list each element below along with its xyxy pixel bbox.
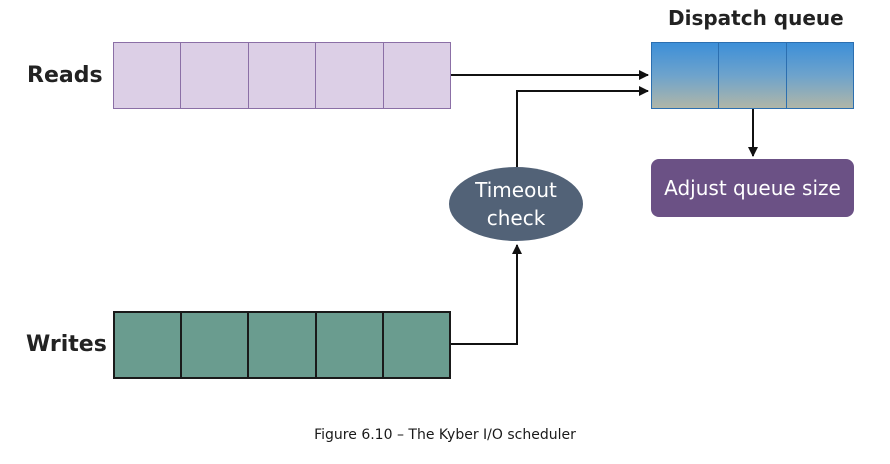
writes-label: Writes: [26, 332, 107, 357]
reads-queue-slot: [384, 43, 450, 108]
writes-queue-slot: [384, 313, 449, 377]
reads-queue: [113, 42, 451, 109]
writes-to-timeout-arrow: [451, 244, 522, 345]
dispatch-queue-slot: [652, 43, 720, 108]
writes-queue-slot: [317, 313, 384, 377]
adjust-queue-size-label: Adjust queue size: [664, 176, 841, 200]
dispatch-queue-label: Dispatch queue: [668, 6, 844, 30]
reads-queue-slot: [114, 43, 182, 108]
adjust-queue-size-box: Adjust queue size: [651, 159, 854, 217]
timeout-check-label-line1: Timeout: [475, 178, 557, 202]
figure-caption: Figure 6.10 – The Kyber I/O scheduler: [314, 427, 576, 443]
reads-label: Reads: [27, 63, 103, 88]
writes-queue-slot: [182, 313, 250, 377]
reads-queue-slot: [316, 43, 384, 108]
reads-queue-slot: [249, 43, 317, 108]
writes-queue-slot: [115, 313, 183, 377]
dispatch-queue-slot: [719, 43, 787, 108]
timeout-check-label-line2: check: [486, 206, 546, 230]
timeout-check-node: Timeout check: [449, 167, 583, 241]
dispatch-queue-slot: [787, 43, 853, 108]
dispatch-queue: [651, 42, 854, 109]
reads-queue-slot: [181, 43, 249, 108]
timeout-to-dispatch-arrow: [516, 86, 649, 167]
writes-queue-slot: [249, 313, 317, 377]
writes-queue: [113, 311, 451, 379]
